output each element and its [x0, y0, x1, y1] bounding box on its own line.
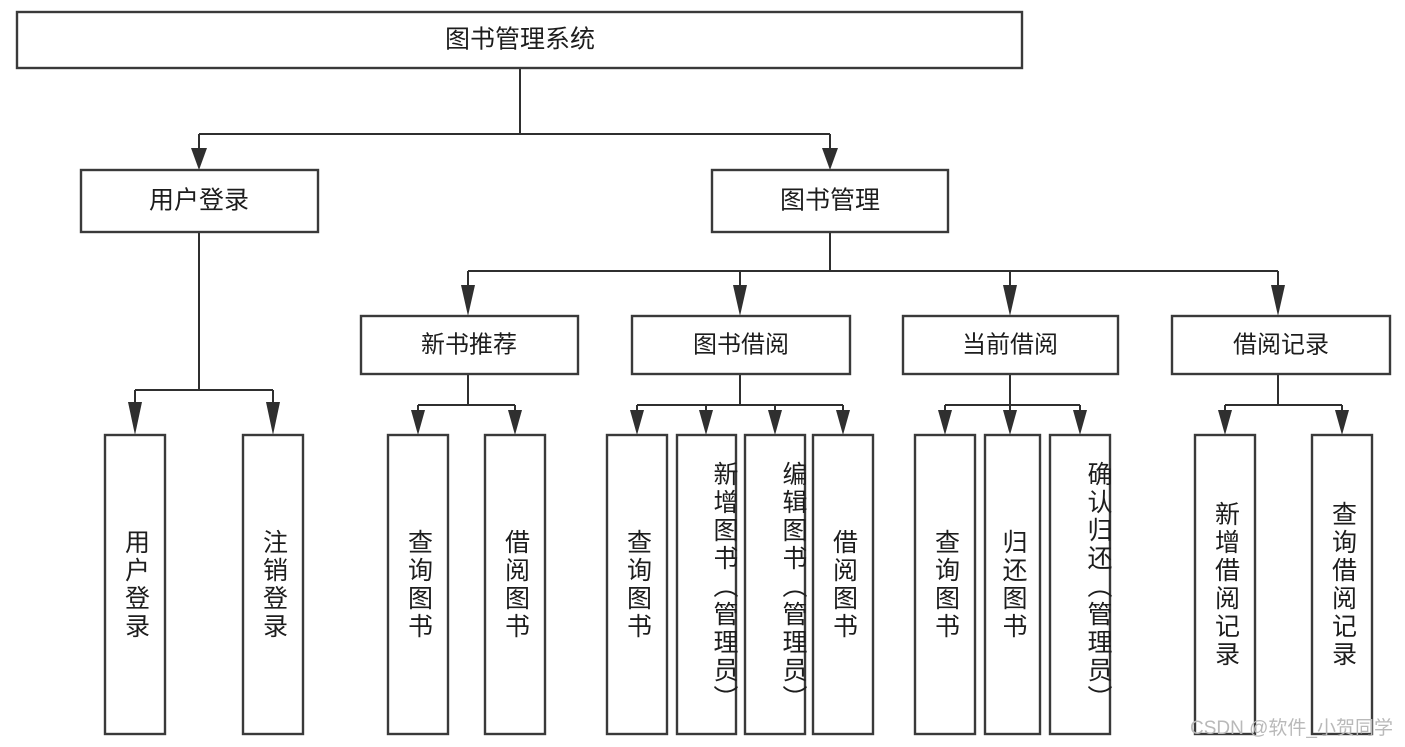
- arrow-head-leaf-confirm-return: [1073, 410, 1087, 435]
- node-new-book-rec-label: 新书推荐: [421, 331, 517, 358]
- connector-group-book-manage-to-level3: [461, 232, 1285, 316]
- arrow-head-leaf-borrow-book-2: [836, 410, 850, 435]
- node-root-box[interactable]: [15, 10, 1024, 70]
- arrow-head-borrow-record: [1271, 285, 1285, 316]
- node-book-manage[interactable]: 图书管理: [710, 168, 950, 234]
- leaf-query-book-2-box[interactable]: [605, 433, 669, 736]
- leaf-user-login-box[interactable]: [103, 433, 167, 736]
- connector-group-root-to-level2: [191, 68, 838, 170]
- leaf-add-record-box[interactable]: [1193, 433, 1257, 736]
- node-user-login[interactable]: 用户登录: [79, 168, 320, 234]
- connector-group-book-borrow-to-leaves: [630, 374, 850, 435]
- leaf-logout-box[interactable]: [241, 433, 305, 736]
- node-new-book-rec-box[interactable]: [359, 314, 580, 376]
- arrow-head-user-login: [191, 148, 207, 170]
- leaf-boxes-group: [103, 433, 1374, 736]
- node-root-label: 图书管理系统: [445, 26, 595, 54]
- node-book-manage-box[interactable]: [710, 168, 950, 234]
- arrow-head-leaf-borrow-book-1: [508, 410, 522, 435]
- node-current-borrow-box[interactable]: [901, 314, 1120, 376]
- node-book-manage-label: 图书管理: [780, 187, 880, 215]
- node-borrow-record-box[interactable]: [1170, 314, 1392, 376]
- arrow-head-current-borrow: [1003, 285, 1017, 316]
- leaf-borrow-book-1-box[interactable]: [483, 433, 547, 736]
- connector-group-new-book-rec-to-leaves: [411, 374, 522, 435]
- csdn-watermark: CSDN @软件_小贺同学: [1190, 718, 1393, 739]
- arrow-head-new-book-rec: [461, 285, 475, 316]
- leaf-confirm-return-box[interactable]: [1048, 433, 1112, 736]
- node-current-borrow[interactable]: 当前借阅: [901, 314, 1120, 376]
- node-root[interactable]: 图书管理系统: [15, 10, 1024, 70]
- node-current-borrow-label: 当前借阅: [962, 331, 1058, 358]
- node-borrow-record-label: 借阅记录: [1233, 331, 1329, 358]
- leaf-query-record-box[interactable]: [1310, 433, 1374, 736]
- arrow-head-leaf-edit-book: [768, 410, 782, 435]
- leaf-borrow-book-2-box[interactable]: [811, 433, 875, 736]
- arrow-head-leaf-add-record: [1218, 410, 1232, 435]
- node-borrow-record[interactable]: 借阅记录: [1170, 314, 1392, 376]
- node-user-login-label: 用户登录: [149, 187, 249, 215]
- node-book-borrow[interactable]: 图书借阅: [630, 314, 852, 376]
- arrow-head-leaf-return-book: [1003, 410, 1017, 435]
- node-book-borrow-label: 图书借阅: [693, 331, 789, 358]
- node-book-borrow-box[interactable]: [630, 314, 852, 376]
- connector-group-current-borrow-to-leaves: [938, 374, 1087, 435]
- arrow-head-leaf-query-book-3: [938, 410, 952, 435]
- leaf-return-book-box[interactable]: [983, 433, 1042, 736]
- arrow-head-book-manage: [822, 148, 838, 170]
- leaf-add-book-box[interactable]: [675, 433, 738, 736]
- node-new-book-rec[interactable]: 新书推荐: [359, 314, 580, 376]
- arrow-head-leaf-add-book: [699, 410, 713, 435]
- arrow-head-leaf-logout: [266, 402, 280, 435]
- leaf-query-book-1-box[interactable]: [386, 433, 450, 736]
- connector-group-borrow-record-to-leaves: [1218, 374, 1349, 435]
- arrow-head-leaf-query-record: [1335, 410, 1349, 435]
- arrow-head-book-borrow: [733, 285, 747, 316]
- leaf-edit-book-box[interactable]: [743, 433, 807, 736]
- arrow-head-leaf-query-book-2: [630, 410, 644, 435]
- leaf-query-book-3-box[interactable]: [913, 433, 977, 736]
- node-user-login-box[interactable]: [79, 168, 320, 234]
- arrow-head-leaf-user-login: [128, 402, 142, 435]
- connector-group-user-login-to-leaves: [128, 232, 280, 435]
- arrow-head-leaf-query-book-1: [411, 410, 425, 435]
